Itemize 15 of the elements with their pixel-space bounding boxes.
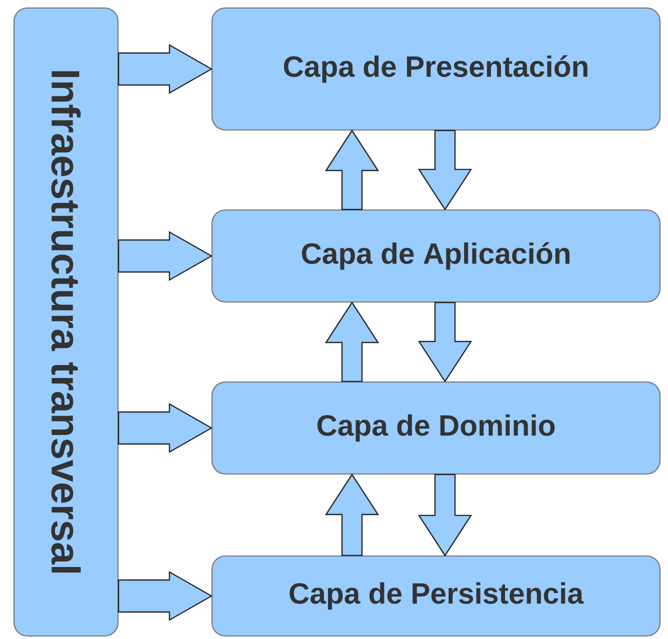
block-arrow: [118, 230, 213, 282]
block-arrow: [324, 301, 380, 382]
block-arrow: [324, 473, 380, 556]
block-arrow: [418, 130, 472, 211]
block-arrow: [118, 402, 213, 454]
block-arrow: [118, 570, 213, 622]
block-arrow: [118, 44, 213, 94]
layer-box: Capa de Dominio: [211, 381, 661, 475]
block-arrow: [418, 474, 472, 557]
vertical-band: Infraestructura transversal: [13, 7, 119, 637]
layer-box: Capa de Aplicación: [211, 209, 661, 303]
block-arrow: [418, 302, 472, 383]
layer-box: Capa de Persistencia: [211, 555, 661, 637]
layer-box: Capa de Presentación: [211, 7, 661, 131]
block-arrow: [324, 129, 380, 210]
